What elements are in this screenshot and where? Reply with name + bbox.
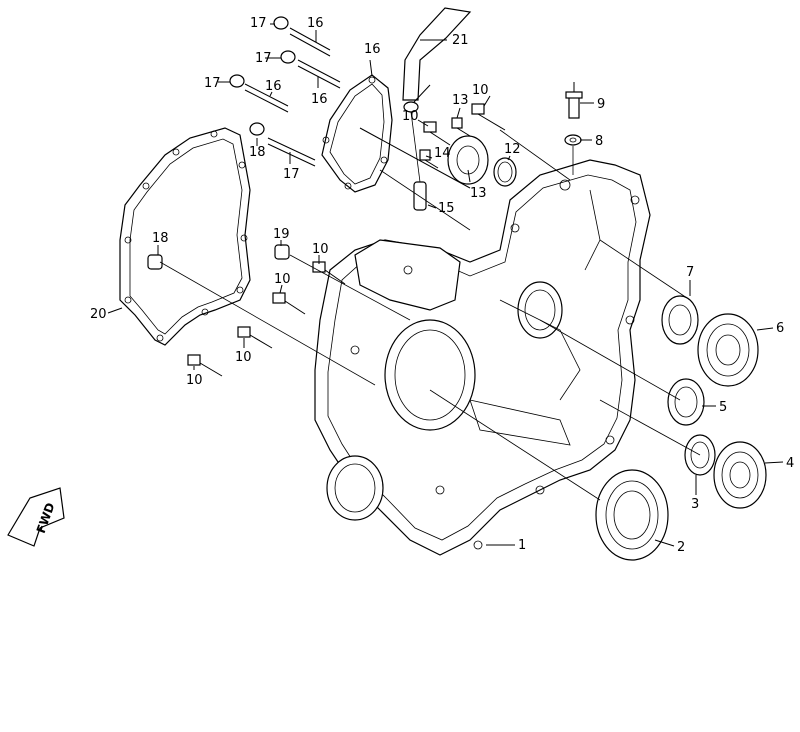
nut-17a [273, 16, 289, 30]
callout-3: 3 [691, 497, 699, 512]
stud-16d [267, 137, 316, 167]
callout-13-upper: 13 [452, 93, 469, 108]
sensor-9 [565, 82, 583, 119]
callout-7: 7 [686, 265, 694, 280]
callout-10-low: 10 [186, 373, 203, 388]
callout-5: 5 [719, 400, 727, 415]
dowel-18b [274, 244, 290, 260]
callout-17d: 18 [249, 145, 266, 160]
bolt-10-top [471, 103, 506, 131]
bearing-2 [595, 469, 669, 561]
dowel-14 [413, 181, 427, 211]
bearing-6 [697, 313, 759, 387]
gasket-19 [119, 127, 251, 346]
nut-17d [249, 122, 265, 136]
callout-10-upper: 10 [402, 109, 419, 124]
hose-20 [402, 7, 472, 101]
callout-16b: 16 [311, 92, 328, 107]
nut-17c [229, 74, 245, 88]
callout-14: 15 [438, 201, 455, 216]
callout-17b: 17 [255, 51, 272, 66]
cover-12 [447, 135, 489, 185]
washer-8 [564, 134, 582, 146]
callout-18a: 18 [152, 231, 169, 246]
stud-16b [297, 59, 341, 89]
callout-11: 12 [504, 142, 521, 157]
bolt-10-low [187, 354, 223, 377]
bolt-10-mid2 [272, 292, 306, 315]
nut-17b [280, 50, 296, 64]
dowel-18a [147, 254, 163, 270]
callout-6: 6 [776, 321, 784, 336]
seal-7 [661, 295, 699, 345]
callout-17a: 17 [250, 16, 267, 31]
callout-19: 20 [90, 307, 107, 322]
callout-4: 4 [786, 456, 794, 471]
bolt-10-mid3 [237, 326, 273, 349]
callout-18b: 19 [273, 227, 290, 242]
callout-16a: 16 [307, 16, 324, 31]
callout-1: 1 [518, 538, 526, 553]
callout-10-top: 10 [472, 83, 489, 98]
assembly-lines [159, 111, 701, 501]
seal-5 [667, 378, 705, 426]
gasket-15 [321, 74, 393, 193]
callout-16d: 17 [283, 167, 300, 182]
leader-lines [107, 23, 784, 547]
callout-16c: 16 [265, 79, 282, 94]
bolt-13-upper [451, 117, 471, 137]
callout-17c: 17 [204, 76, 221, 91]
stud-16a [289, 27, 331, 57]
callout-10-mid1: 10 [312, 242, 329, 257]
stud-16c [244, 83, 289, 113]
bolt-13-lower [419, 149, 439, 169]
callout-2: 2 [677, 540, 685, 555]
callout-10-mid3: 10 [235, 350, 252, 365]
callout-labels: 1 2 3 4 5 6 7 8 9 10 10 10 10 10 10 10 1… [90, 16, 794, 555]
callout-15: 16 [364, 42, 381, 57]
fwd-arrow: FWD [7, 487, 65, 547]
crankcase-1 [314, 159, 651, 556]
callout-12: 13 [470, 186, 487, 201]
callout-13-lower: 14 [434, 146, 451, 161]
oring-11 [493, 157, 517, 187]
callout-20: 21 [452, 33, 469, 48]
callout-8: 8 [595, 134, 603, 149]
callout-10-mid2: 10 [274, 272, 291, 287]
bolt-10-upper [423, 121, 451, 146]
bearing-4 [713, 441, 767, 509]
callout-9: 9 [597, 97, 605, 112]
